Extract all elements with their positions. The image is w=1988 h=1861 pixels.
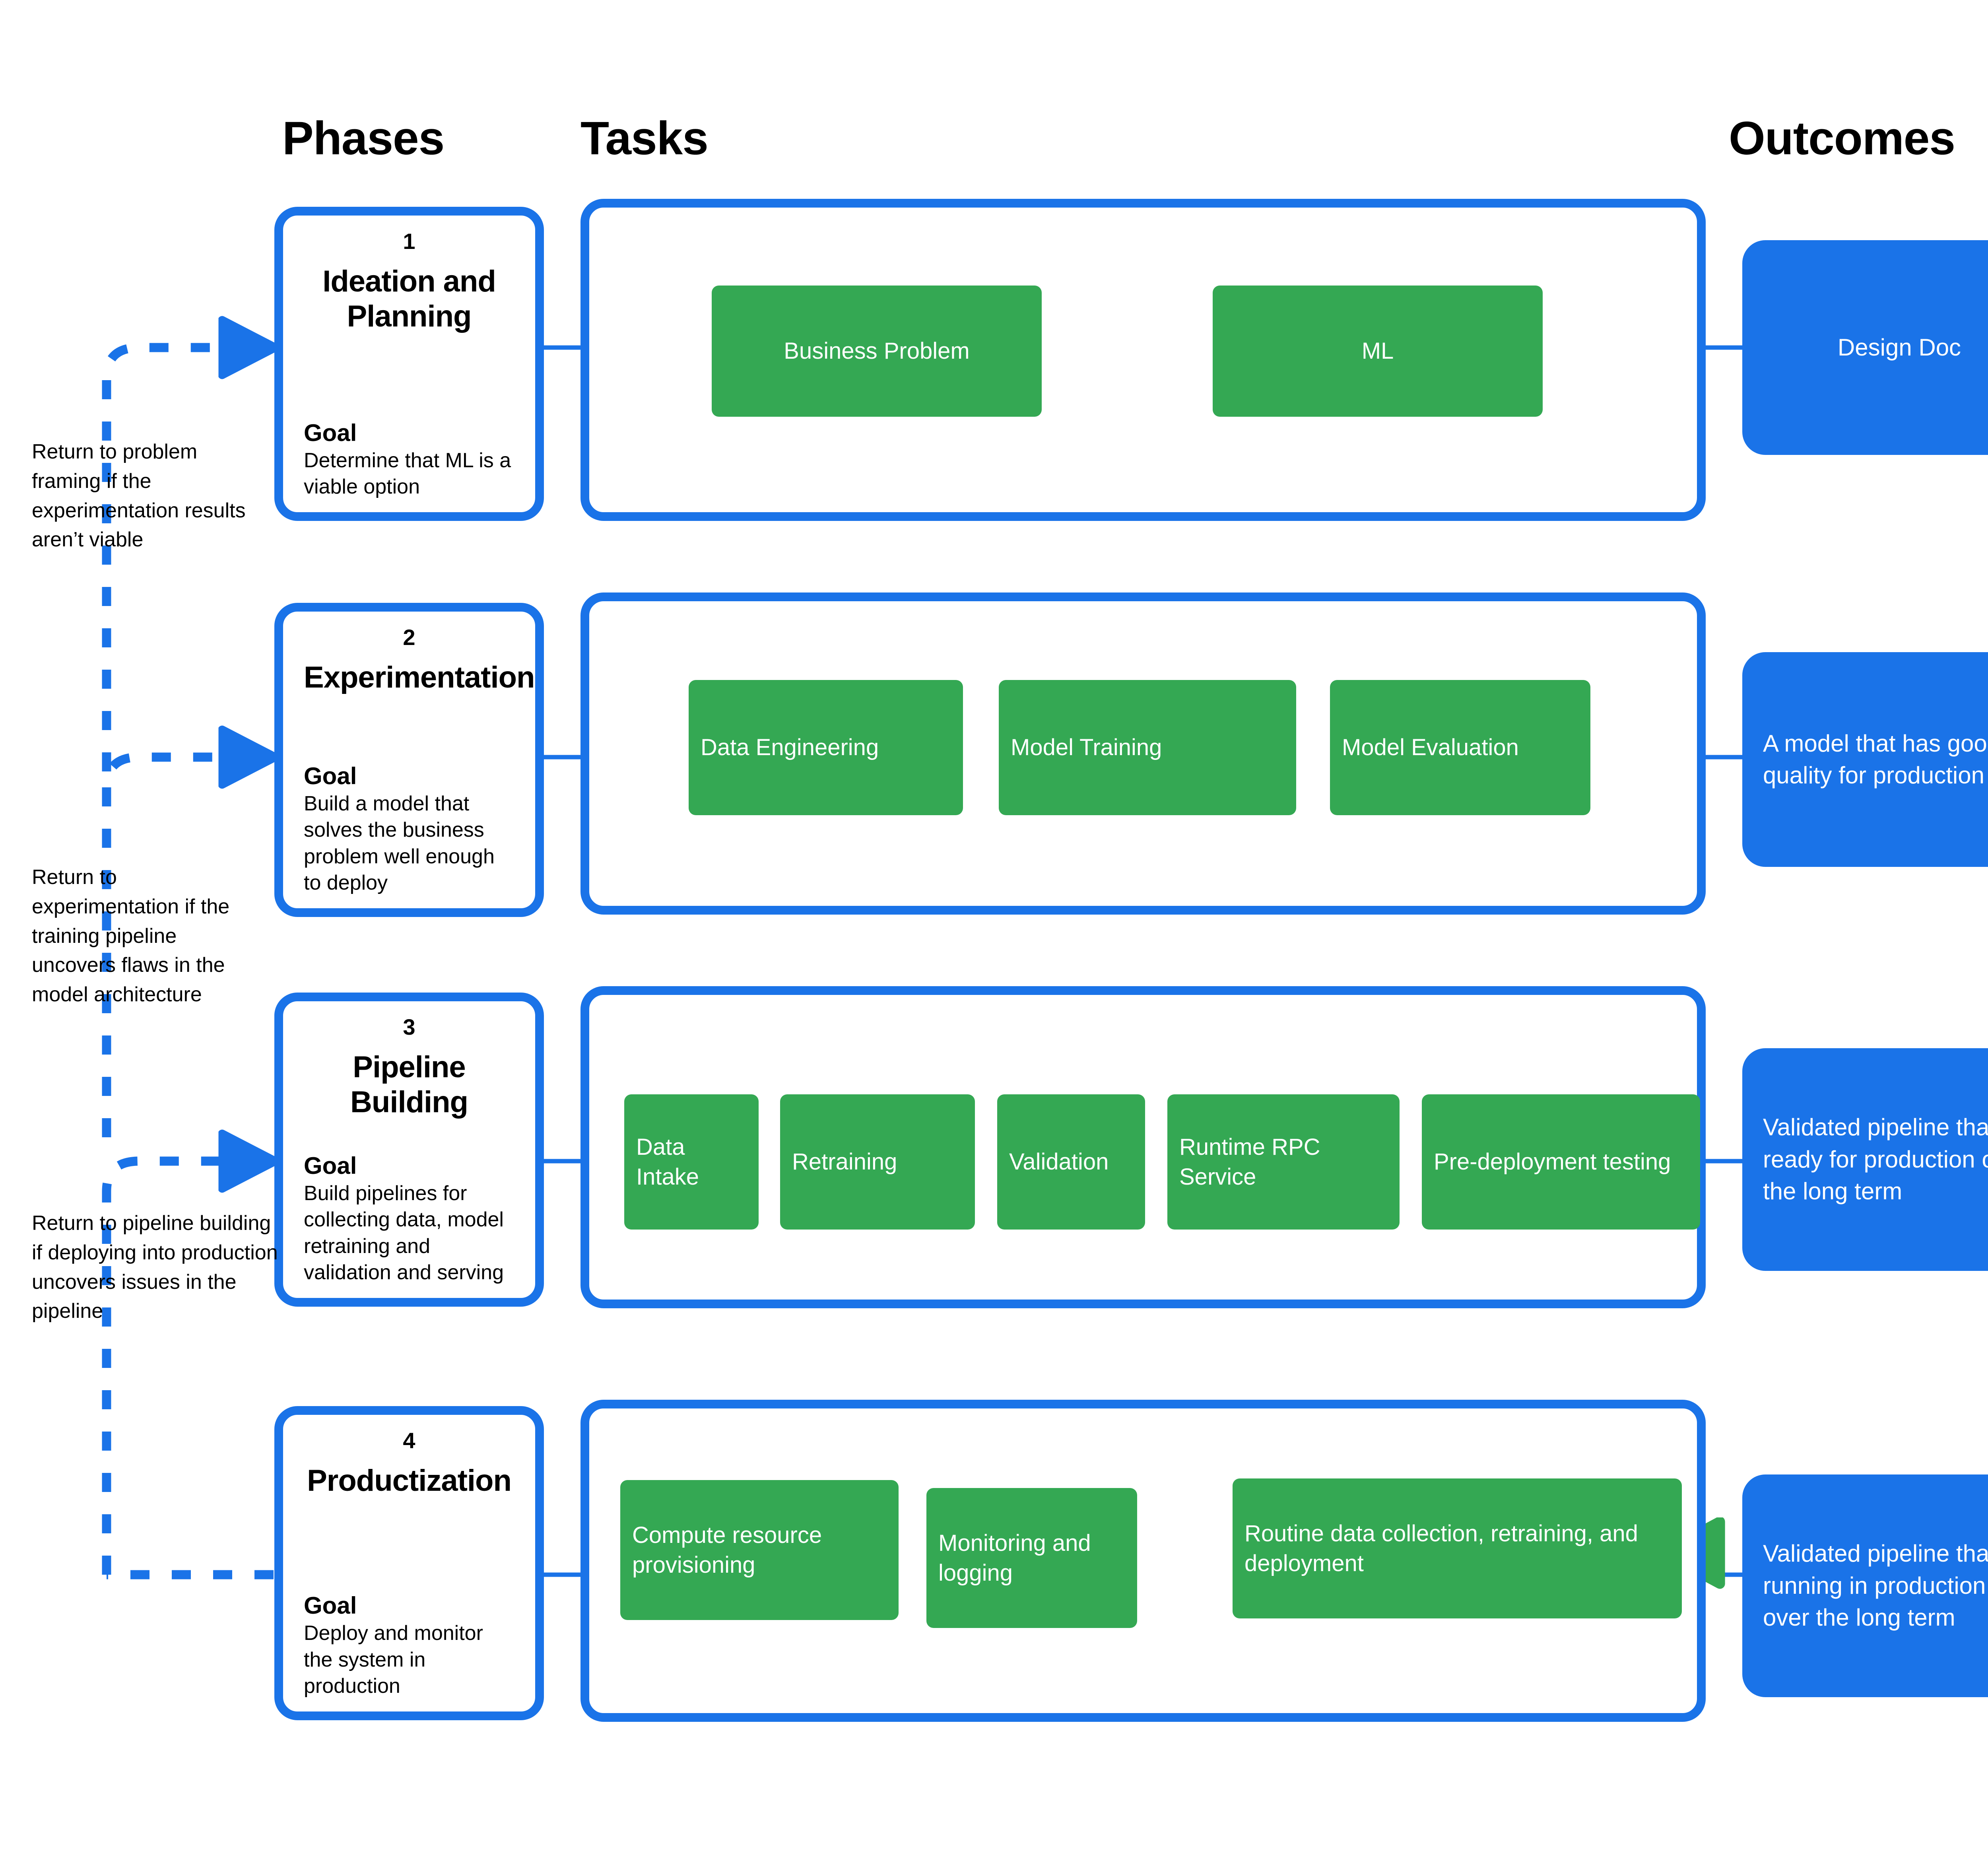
phase-card-2[interactable]: 2 Experimentation Goal Build a model tha…	[274, 603, 544, 917]
task-box[interactable]: Pre-deployment testing	[1422, 1094, 1700, 1230]
task-box[interactable]: Routine data collection, retraining, and…	[1233, 1478, 1682, 1618]
task-box[interactable]: ML	[1213, 286, 1543, 417]
task-box[interactable]: Business Problem	[712, 286, 1042, 417]
phase-card-3[interactable]: 3 Pipeline Building Goal Build pipelines…	[274, 993, 544, 1307]
outcome-box-1[interactable]: Design Doc	[1742, 240, 1988, 455]
column-header-outcomes: Outcomes	[1729, 112, 1955, 165]
task-box[interactable]: Model Training	[999, 680, 1296, 815]
phase-goal-block: Goal Deploy and monitor the system in pr…	[304, 1591, 514, 1700]
goal-text: Deploy and monitor the system in product…	[304, 1622, 483, 1698]
phase-title: Pipeline Building	[350, 1050, 468, 1119]
task-box[interactable]: Validation	[997, 1094, 1145, 1230]
goal-label: Goal	[304, 1592, 357, 1619]
phase-goal-block: Goal Determine that ML is a viable optio…	[304, 419, 514, 500]
task-box[interactable]: Compute resource provisioning	[620, 1480, 899, 1620]
goal-text: Build a model that solves the business p…	[304, 792, 495, 895]
phase-card-4[interactable]: 4 Productization Goal Deploy and monitor…	[274, 1406, 544, 1720]
task-box[interactable]: Data Engineering	[689, 680, 963, 815]
phase-title: Productization	[307, 1463, 512, 1498]
column-header-phases: Phases	[282, 112, 445, 165]
phase-title: Experimentation	[304, 660, 535, 694]
task-outcome-connectors	[1705, 345, 1742, 1577]
task-box[interactable]: Monitoring and logging	[926, 1488, 1137, 1628]
goal-label: Goal	[304, 1152, 357, 1179]
outcome-box-2[interactable]: A model that has good quality for produc…	[1742, 652, 1988, 867]
phase-goal-block: Goal Build pipelines for collecting data…	[304, 1152, 514, 1286]
phase-goal-block: Goal Build a model that solves the busin…	[304, 762, 514, 896]
task-box[interactable]: Data Intake	[624, 1094, 759, 1230]
outcome-box-4[interactable]: Validated pipeline that’s running in pro…	[1742, 1474, 1988, 1697]
phase-task-connectors	[544, 345, 580, 1577]
task-box[interactable]: Model Evaluation	[1330, 680, 1590, 815]
goal-label: Goal	[304, 762, 357, 789]
phase-number: 2	[403, 625, 415, 650]
feedback-note-1: Return to problem framing if the experim…	[32, 440, 246, 552]
phase-number: 1	[403, 229, 415, 254]
goal-text: Build pipelines for collecting data, mod…	[304, 1181, 504, 1284]
column-header-tasks: Tasks	[580, 112, 709, 165]
feedback-note-3: Return to pipeline building if deploying…	[32, 1212, 278, 1323]
feedback-arrow-1	[102, 348, 239, 771]
outcome-box-3[interactable]: Validated pipeline that’s ready for prod…	[1742, 1048, 1988, 1271]
goal-text: Determine that ML is a viable option	[304, 449, 511, 499]
goal-label: Goal	[304, 419, 357, 446]
feedback-note-2: Return to experimentation if the trainin…	[32, 866, 230, 1006]
phase-card-1[interactable]: 1 Ideation and Planning Goal Determine t…	[274, 207, 544, 521]
phase-number: 4	[403, 1428, 415, 1453]
task-box[interactable]: Runtime RPC Service	[1167, 1094, 1400, 1230]
phase-title: Ideation and Planning	[322, 264, 496, 333]
phase-number: 3	[403, 1014, 415, 1039]
task-box[interactable]: Retraining	[780, 1094, 975, 1230]
